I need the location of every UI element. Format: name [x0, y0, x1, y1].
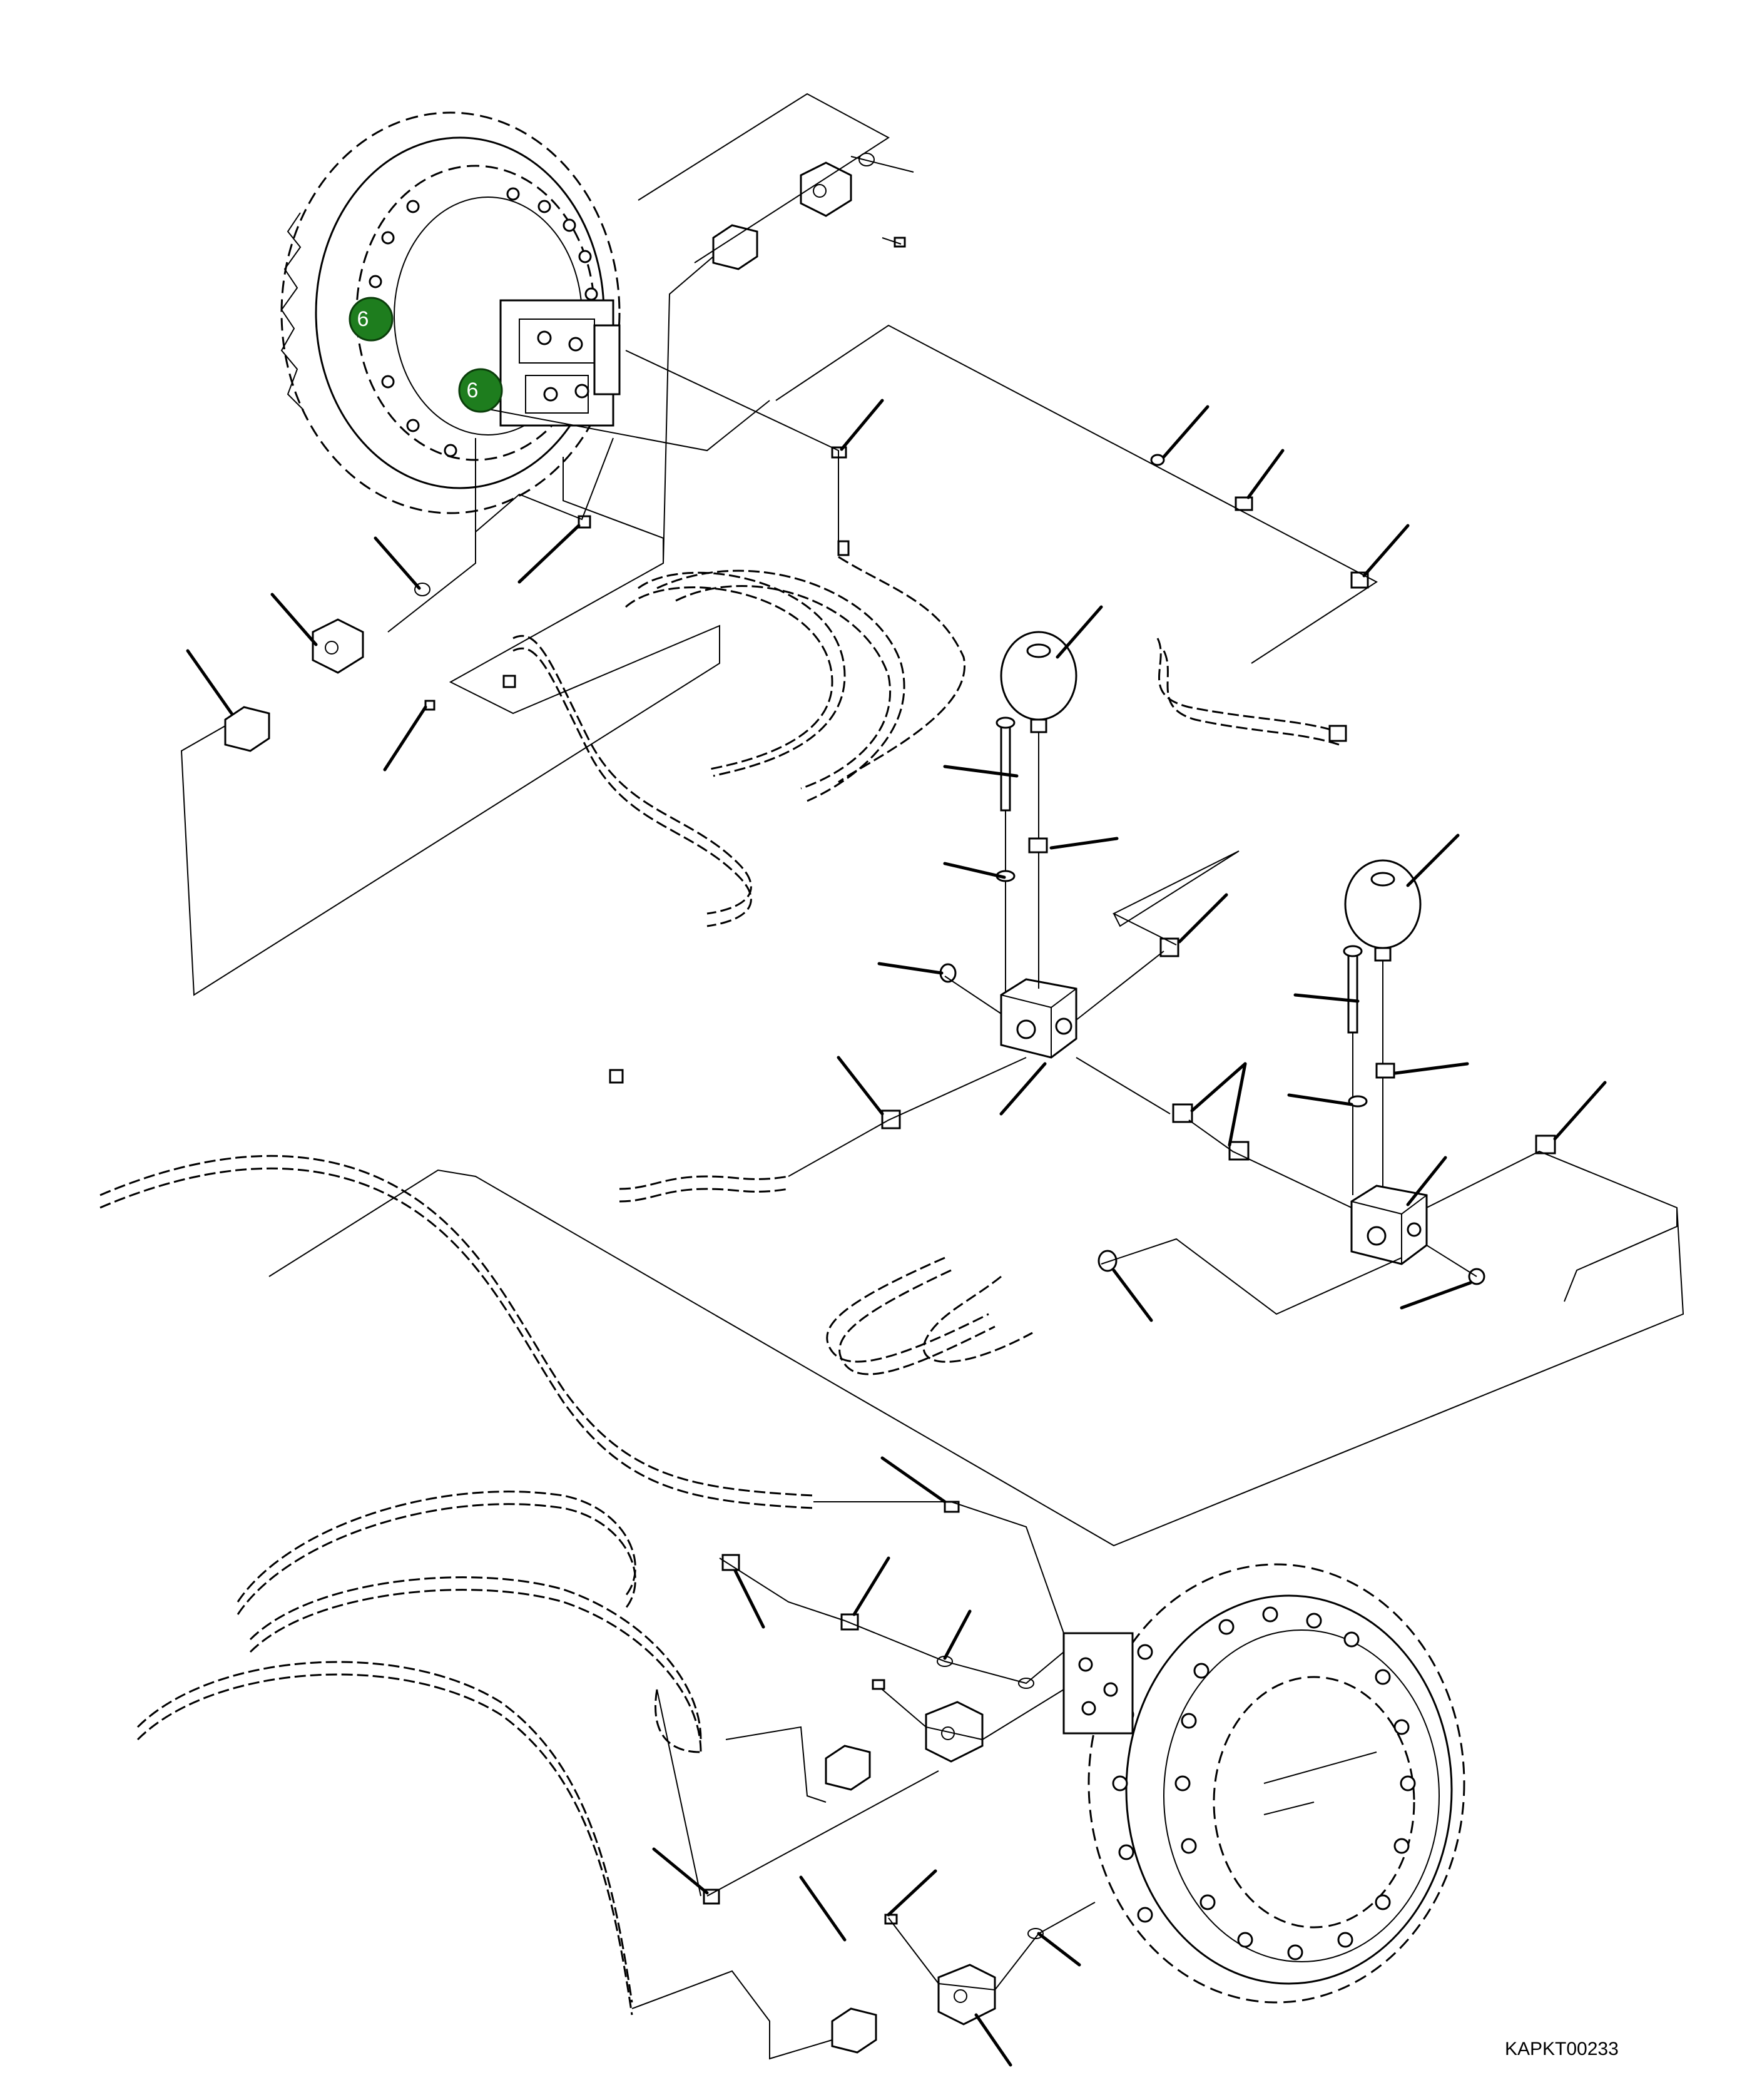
- flanges: [224, 161, 996, 2054]
- callout-6-upper[interactable]: 6: [349, 297, 394, 342]
- travel-motor-block: [499, 299, 621, 427]
- accumulator-assembly-1: [996, 631, 1077, 1059]
- manifold-block-1: [1000, 978, 1077, 1059]
- callout-label: 6: [357, 307, 369, 331]
- assembly-lines: [180, 93, 1684, 2060]
- lower-motor-block: [1062, 1632, 1134, 1735]
- figure-reference-code: KAPKT00233: [1505, 2039, 1619, 2059]
- sprocket-bolts: [369, 187, 598, 457]
- callout-label: 6: [467, 379, 479, 402]
- drive-bolts: [1112, 1606, 1416, 1960]
- leader-lines: [186, 399, 1607, 2067]
- accumulator-assembly-2: [1343, 859, 1428, 1265]
- callout-6-lower[interactable]: 6: [458, 368, 503, 413]
- hoses: [99, 556, 1340, 2016]
- lower-final-drive: [1062, 1563, 1465, 2004]
- upper-final-drive: [280, 111, 621, 514]
